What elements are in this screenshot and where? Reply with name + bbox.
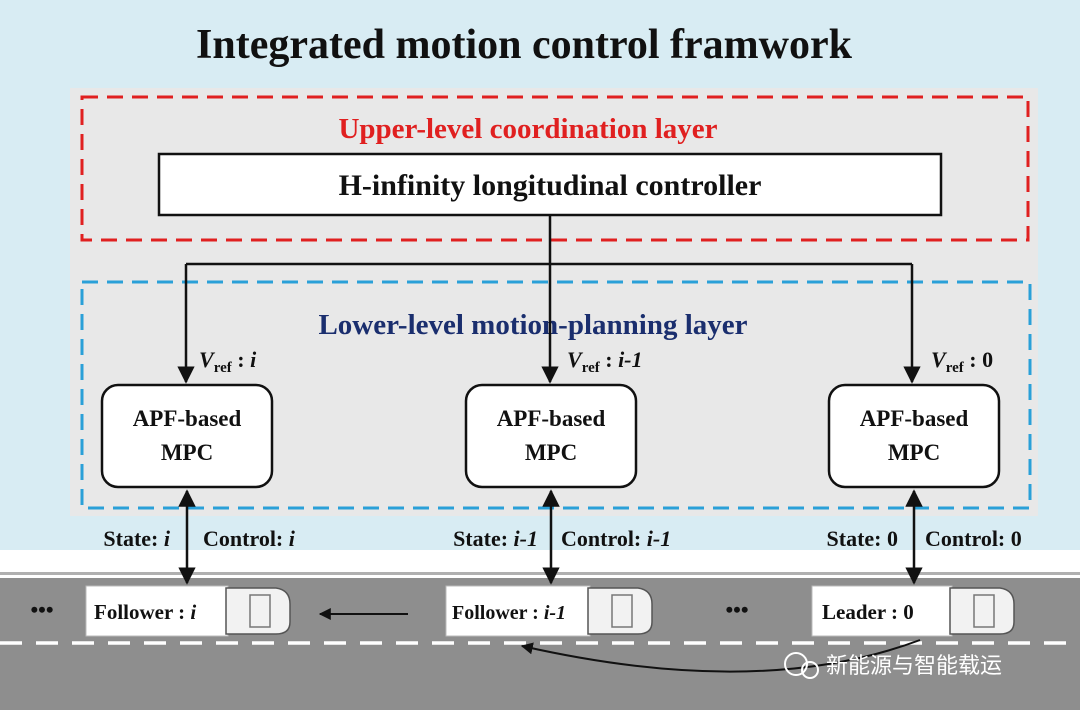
upper-layer-border xyxy=(80,95,1030,242)
truck-cab-icon xyxy=(225,587,291,635)
vref-label-3: Vref : 0 xyxy=(931,347,993,376)
vehicle-label-follower-i-1: Follower : i-1 xyxy=(452,602,566,624)
upper-layer-label: Upper-level coordination layer xyxy=(338,113,717,145)
control-label-follower-i-1: Control: i-1 xyxy=(561,526,671,551)
vehicle-follower-i-1: Follower : i-1 xyxy=(445,585,653,637)
mpc-box-follower-i-1 xyxy=(464,383,638,489)
truck-trailer xyxy=(445,585,591,637)
state-label-follower-i-1: State: i-1 xyxy=(453,526,538,551)
vref-label-1: Vref : i xyxy=(199,347,257,376)
vref-label-2: Vref : i-1 xyxy=(567,347,643,376)
road-top-edge xyxy=(0,572,1080,575)
mpc-box-line1: APF-based xyxy=(133,406,242,431)
leader-info-curve-arrow xyxy=(520,639,921,673)
diagram-title: Integrated motion control framwork xyxy=(196,22,853,68)
mpc-box-line2: MPC xyxy=(888,440,940,465)
road-ellipsis-mid: ••• xyxy=(725,597,748,622)
wechat-icon xyxy=(784,652,808,676)
state-label-follower-i: State: i xyxy=(103,526,170,551)
mpc-box-line1: APF-based xyxy=(860,406,969,431)
vehicle-leader: Leader : 0 xyxy=(811,585,1015,637)
truck-cab-icon xyxy=(587,587,653,635)
lower-layer-border xyxy=(80,280,1032,510)
truck-trailer xyxy=(811,585,953,637)
vehicle-label-leader: Leader : 0 xyxy=(822,600,914,624)
mpc-box-follower-i xyxy=(100,383,274,489)
vehicle-label-follower-i: Follower : i xyxy=(94,600,196,624)
state-label-leader: State: 0 xyxy=(827,526,898,551)
lower-layer-label: Lower-level motion-planning layer xyxy=(318,309,747,341)
control-label-follower-i: Control: i xyxy=(203,526,296,551)
h-infinity-controller-label: H-infinity longitudinal controller xyxy=(339,169,762,202)
control-label-leader: Control: 0 xyxy=(925,526,1022,551)
mpc-box-leader xyxy=(827,383,1001,489)
mpc-box-line1: APF-based xyxy=(497,406,606,431)
watermark: 新能源与智能载运 xyxy=(784,652,1002,679)
road-ellipsis-left: ••• xyxy=(30,597,53,622)
truck-cab-icon xyxy=(949,587,1015,635)
mpc-box-line2: MPC xyxy=(161,440,213,465)
watermark-text: 新能源与智能载运 xyxy=(826,654,1002,679)
mpc-box-line2: MPC xyxy=(525,440,577,465)
vehicle-follower-i: Follower : i xyxy=(85,585,291,637)
